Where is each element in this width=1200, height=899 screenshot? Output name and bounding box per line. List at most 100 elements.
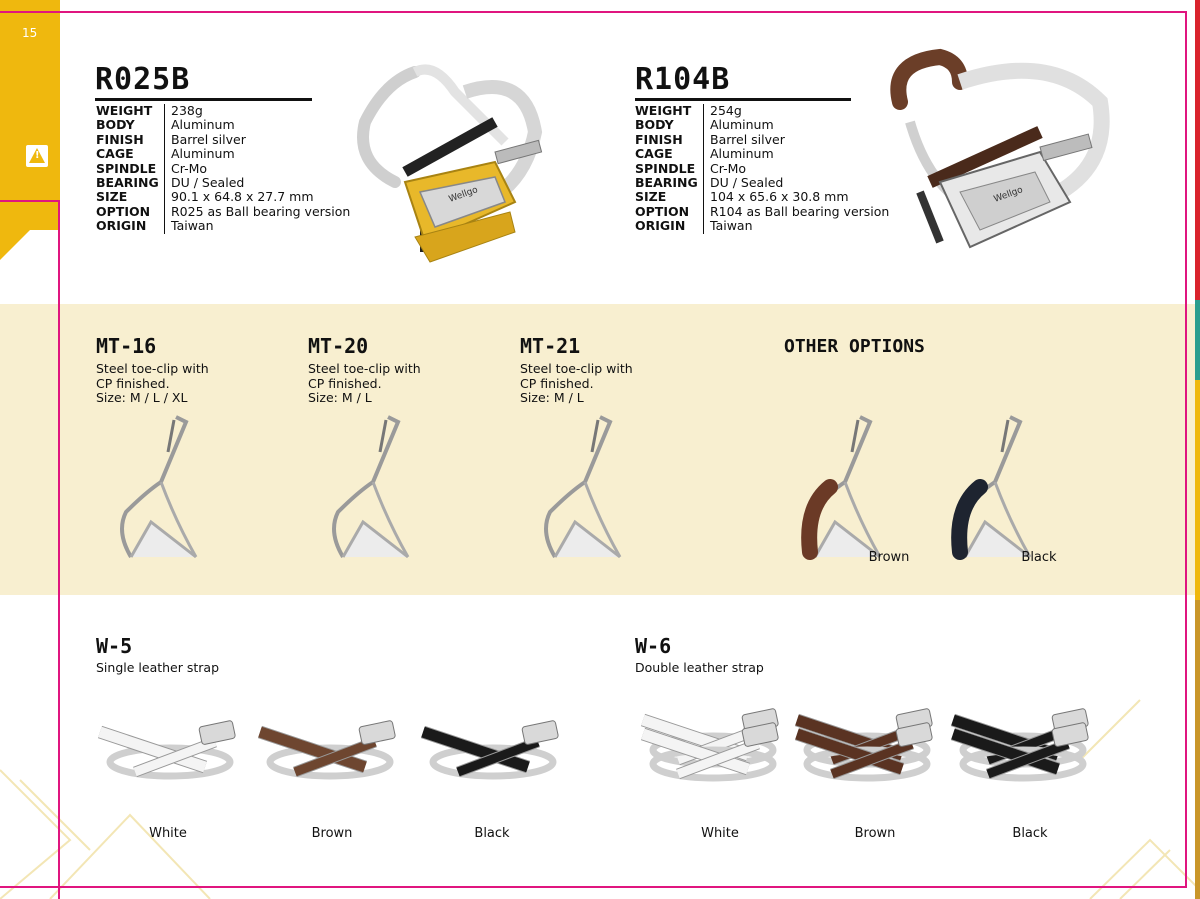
- w5-title: W-5: [96, 634, 133, 658]
- warning-icon: !: [26, 145, 48, 167]
- other-options-title: OTHER OPTIONS: [784, 336, 925, 357]
- w6-description: Double leather strap: [635, 660, 764, 675]
- spec-value: 90.1 x 64.8 x 27.7 mm: [164, 190, 314, 205]
- spec-value: DU / Sealed: [703, 175, 783, 191]
- page-number: 15: [22, 26, 38, 40]
- spec-value: Barrel silver: [164, 132, 246, 148]
- spec-row: BEARING DU / Sealed: [96, 175, 350, 191]
- toe-clip-desc-line: CP finished.: [96, 375, 170, 391]
- spec-label: SIZE: [96, 189, 128, 205]
- r104b-title: R104B: [635, 62, 731, 97]
- spec-label: FINISH: [96, 131, 144, 147]
- toe-clip-desc-line: Size: M / L / XL: [96, 390, 188, 405]
- spec-label: SPINDLE: [96, 160, 157, 176]
- strap-color-label: Black: [474, 826, 510, 841]
- toe-clip-desc-line: CP finished.: [520, 375, 594, 391]
- spec-label: OPTION: [635, 203, 690, 219]
- spec-label: BEARING: [96, 175, 159, 191]
- edge-stripe-teal: [1195, 300, 1200, 380]
- spec-value: Aluminum: [164, 146, 235, 162]
- r025b-rule: [95, 98, 312, 101]
- spec-label: ORIGIN: [96, 218, 147, 234]
- spec-row: ORIGIN Taiwan: [96, 218, 350, 234]
- r104b-rule: [635, 98, 851, 101]
- w6-title: W-6: [635, 634, 672, 658]
- toe-clip-title: MT-20: [308, 334, 369, 358]
- spec-row: OPTION R025 as Ball bearing version: [96, 203, 350, 220]
- spec-value: Taiwan: [703, 218, 753, 234]
- left-bar-corner: [0, 200, 60, 260]
- edge-stripe-yellow: [1195, 380, 1200, 600]
- spec-row: SIZE 90.1 x 64.8 x 27.7 mm: [96, 189, 350, 205]
- frame-line-bottom: [0, 886, 1187, 888]
- frame-line-top: [0, 11, 1185, 13]
- left-color-bar: [0, 0, 60, 230]
- spec-value: Barrel silver: [703, 132, 785, 148]
- other-option-label: Brown: [868, 550, 910, 565]
- strap-color-label: Brown: [854, 826, 896, 841]
- toe-clip-title: MT-16: [96, 334, 157, 358]
- spec-value: 238g: [164, 103, 203, 119]
- toe-clip-desc-line: CP finished.: [308, 375, 382, 391]
- other-option-label: Black: [1021, 550, 1057, 565]
- strap-image: [640, 708, 779, 782]
- spec-value: Aluminum: [164, 117, 235, 133]
- spec-value: R104 as Ball bearing version: [703, 204, 889, 220]
- r025b-pedal-image: Wellgo: [357, 64, 543, 263]
- spec-label: BEARING: [635, 175, 698, 191]
- spec-row: BEARING DU / Sealed: [635, 175, 889, 191]
- toe-clip-desc-line: Steel toe-clip with: [308, 361, 421, 376]
- spec-row: OPTION R104 as Ball bearing version: [635, 203, 889, 220]
- strap-color-label: Black: [1012, 826, 1048, 841]
- toe-clip-image: [544, 415, 622, 559]
- spec-label: FINISH: [635, 131, 683, 147]
- strap-image: [257, 720, 396, 780]
- strap-image: [97, 720, 236, 780]
- edge-stripe-red: [1195, 0, 1200, 300]
- spec-row: FINISH Barrel silver: [96, 131, 350, 148]
- toe-clip-desc-line: Size: M / L: [308, 390, 372, 405]
- spec-label: BODY: [96, 117, 135, 133]
- spec-value: 104 x 65.6 x 30.8 mm: [703, 190, 849, 205]
- spec-value: Aluminum: [703, 117, 774, 133]
- frame-line-left: [58, 200, 60, 899]
- spec-value: 254g: [703, 103, 742, 119]
- strap-color-label: Brown: [311, 826, 353, 841]
- spec-row: BODY Aluminum: [96, 117, 350, 133]
- spec-row: SIZE 104 x 65.6 x 30.8 mm: [635, 189, 889, 205]
- spec-value: Taiwan: [164, 218, 214, 234]
- spec-label: SIZE: [635, 189, 667, 205]
- spec-label: BODY: [635, 117, 674, 133]
- spec-row: CAGE Aluminum: [96, 146, 350, 162]
- spec-value: DU / Sealed: [164, 175, 244, 191]
- strap-color-label: White: [149, 826, 187, 841]
- spec-label: CAGE: [96, 146, 134, 162]
- spec-row: FINISH Barrel silver: [635, 131, 889, 148]
- spec-row: SPINDLE Cr-Mo: [96, 160, 350, 177]
- spec-value: Cr-Mo: [703, 161, 746, 177]
- strap-image: [950, 708, 1089, 782]
- spec-row: BODY Aluminum: [635, 117, 889, 133]
- r104b-pedal-image: Wellgo: [890, 48, 1110, 249]
- toe-clip-image: [332, 415, 410, 559]
- toe-clip-title: MT-21: [520, 334, 581, 358]
- spec-label: OPTION: [96, 203, 151, 219]
- spec-value: R025 as Ball bearing version: [164, 204, 350, 220]
- spec-value: Cr-Mo: [164, 161, 207, 177]
- toe-clip-image: [120, 415, 198, 559]
- toe-clip-desc-line: Size: M / L: [520, 390, 584, 405]
- toe-clip-image: [801, 415, 882, 560]
- r025b-title: R025B: [95, 62, 191, 97]
- frame-line-left-top: [0, 200, 60, 202]
- strap-image: [420, 720, 559, 780]
- strap-color-label: White: [701, 826, 739, 841]
